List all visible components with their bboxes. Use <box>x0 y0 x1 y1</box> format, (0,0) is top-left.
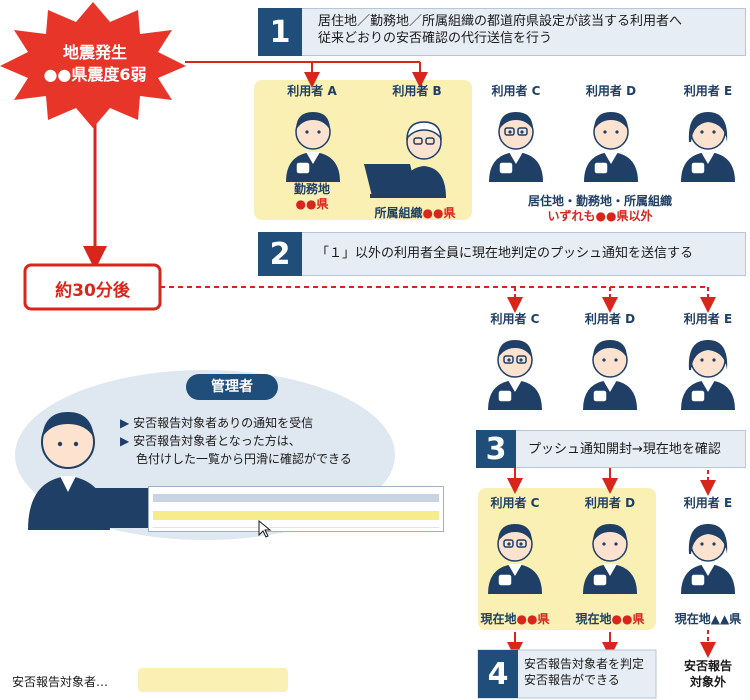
user-d-top-name: 利用者 D <box>585 84 637 98</box>
quake-starburst <box>0 2 186 128</box>
admin-list-screenshot <box>148 486 444 532</box>
user-a-sub2: ●●県 <box>295 197 329 211</box>
step1-box <box>258 8 746 56</box>
after-30min-label: 約30分後 <box>55 281 130 301</box>
person-phone-icon <box>575 330 645 414</box>
after-30min-frame <box>23 263 162 311</box>
cde-note2: いずれも●●県以外 <box>547 209 653 223</box>
user-c-loc-pre: 現在地 <box>480 612 517 626</box>
user-e-bottom-name: 利用者 E <box>683 496 733 510</box>
user-b-sub-pre: 所属組織 <box>374 206 423 220</box>
step3-box <box>476 430 746 468</box>
check-bullet-icon: ▶ <box>120 416 130 430</box>
cde-note1: 居住地・勤務地・所属組織 <box>527 194 672 208</box>
user-c-location: 現在地●●県 <box>470 610 560 627</box>
step3-text: プッシュ通知開封→現在地を確認 <box>528 442 721 457</box>
person-phone-icon <box>673 330 743 414</box>
out-of-scope-line1: 安否報告 <box>683 659 732 673</box>
person-laptop-icon <box>28 412 156 530</box>
person-phone-icon <box>673 514 743 598</box>
step4-number: 4 <box>478 650 518 698</box>
person-phone-icon <box>480 330 550 414</box>
step4-text: 安否報告対象者を判定 安否報告ができる <box>524 656 644 688</box>
admin-bullet-1-text: 安否報告対象者ありの通知を受信 <box>133 416 314 430</box>
out-of-scope-line2: 対象外 <box>689 675 726 689</box>
user-b-top-name: 利用者 B <box>392 84 442 98</box>
user-e-mid-name: 利用者 E <box>683 312 733 326</box>
person-phone-icon <box>575 514 645 598</box>
user-d-bottom-name: 利用者 D <box>584 496 636 510</box>
user-c-mid-name: 利用者 C <box>490 312 540 326</box>
list-header-row <box>153 494 439 502</box>
person-phone-icon <box>480 514 550 598</box>
list-row <box>153 504 439 512</box>
person-phone-icon <box>576 102 646 186</box>
user-e-location: 現在地▲▲県 <box>674 612 742 626</box>
step1-line2: 従来どおりの安否確認の代行送信を行う <box>318 31 553 46</box>
out-of-scope-label: 安否報告 対象外 <box>668 658 748 690</box>
user-a-top-name: 利用者 A <box>287 84 337 98</box>
user-d-loc-pre: 現在地 <box>575 612 612 626</box>
user-c-loc-red: ●●県 <box>516 612 550 626</box>
pointer-arrow-icon <box>258 520 272 538</box>
admin-bullet-2: ▶ 安否報告対象者となった方は、 <box>120 432 352 450</box>
quake-line2: ●●県震度6弱 <box>43 65 147 84</box>
admin-bullet-1: ▶ 安否報告対象者ありの通知を受信 <box>120 414 352 432</box>
user-d-mid-name: 利用者 D <box>584 312 636 326</box>
step1-text: 居住地／勤務地／所属組織の都道府県設定が該当する利用者へ 従来どおりの安否確認の… <box>318 13 682 47</box>
cde-top-note: 居住地・勤務地・所属組織 いずれも●●県以外 <box>500 194 700 224</box>
step2-text: 「１」以外の利用者全員に現在地判定のプッシュ通知を送信する <box>316 246 694 261</box>
step2-number: 2 <box>258 232 302 276</box>
step1-line1: 居住地／勤務地／所属組織の都道府県設定が該当する利用者へ <box>318 14 683 29</box>
quake-label: 地震発生 ●●県震度6弱 <box>30 42 160 86</box>
admin-bullets: ▶ 安否報告対象者ありの通知を受信 ▶ 安否報告対象者となった方は、 色付けした… <box>120 414 352 468</box>
user-b-top-note: 所属組織●●県 <box>360 204 470 221</box>
list-row <box>153 521 439 528</box>
legend-swatch <box>138 668 288 692</box>
user-c-bottom-name: 利用者 C <box>490 496 540 510</box>
person-phone-icon <box>673 102 743 186</box>
user-b-sub-red: ●●県 <box>422 206 456 220</box>
person-phone-icon <box>278 102 348 186</box>
legend-label: 安否報告対象者… <box>12 675 109 689</box>
admin-title-badge: 管理者 <box>186 374 278 400</box>
quake-line1: 地震発生 <box>62 43 127 62</box>
step4-line2: 安否報告ができる <box>524 673 620 687</box>
step1-number: 1 <box>258 8 302 56</box>
user-d-location: 現在地●●県 <box>565 610 655 627</box>
user-e-top-name: 利用者 E <box>683 84 733 98</box>
user-c-top-name: 利用者 C <box>491 84 541 98</box>
user-d-loc-red: ●●県 <box>611 612 645 626</box>
person-laptop-icon <box>364 121 446 198</box>
admin-bullet-2-text-a: 安否報告対象者となった方は、 <box>133 434 301 448</box>
highlight-panel-cd <box>478 488 656 630</box>
check-bullet-icon: ▶ <box>120 434 130 448</box>
person-phone-icon <box>481 102 551 186</box>
step4-line1: 安否報告対象者を判定 <box>524 657 645 671</box>
step3-number: 3 <box>476 430 516 468</box>
user-a-top-note: 勤務地 ●●県 <box>267 182 357 212</box>
list-row-highlighted <box>153 512 439 520</box>
admin-bullet-2-text-b: 色付けした一覧から円滑に確認ができる <box>136 452 352 466</box>
user-a-sub1: 勤務地 <box>293 182 330 196</box>
